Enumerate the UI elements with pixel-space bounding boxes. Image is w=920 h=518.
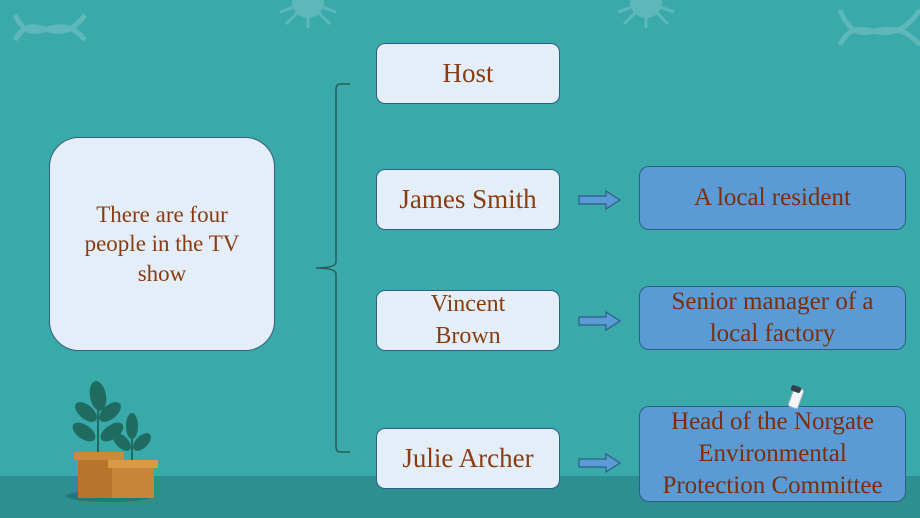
role-text: Senior manager of a local factory [671, 287, 874, 348]
virus-icon [279, 0, 337, 28]
person-node-james-smith: James Smith [376, 169, 560, 230]
center-node-text: There are four people in the TV show [84, 201, 240, 286]
person-name: James Smith [399, 184, 537, 215]
pen-icon [787, 385, 805, 410]
role-text: A local resident [694, 184, 851, 211]
dna-icon [12, 13, 87, 42]
person-name: Vincent Brown [430, 291, 506, 349]
arrow-right-icon [578, 310, 622, 332]
potted-plant-icon [66, 381, 158, 502]
person-node-vincent-brown: Vincent Brown [376, 290, 560, 351]
person-name: Host [442, 58, 494, 89]
arrow-right-icon [578, 452, 622, 474]
role-node-vincent-brown: Senior manager of a local factory [639, 286, 906, 350]
person-name: Julie Archer [402, 443, 534, 474]
center-node: There are four people in the TV show [49, 137, 275, 351]
role-text: Head of the Norgate Environmental Protec… [662, 408, 883, 499]
brace-icon [315, 83, 350, 453]
role-node-james-smith: A local resident [639, 166, 906, 230]
virus-icon [617, 0, 675, 28]
role-node-julie-archer: Head of the Norgate Environmental Protec… [639, 406, 906, 502]
person-node-julie-archer: Julie Archer [376, 428, 560, 489]
dna-icon [837, 8, 920, 47]
person-node-host: Host [376, 43, 560, 104]
arrow-right-icon [578, 189, 622, 211]
